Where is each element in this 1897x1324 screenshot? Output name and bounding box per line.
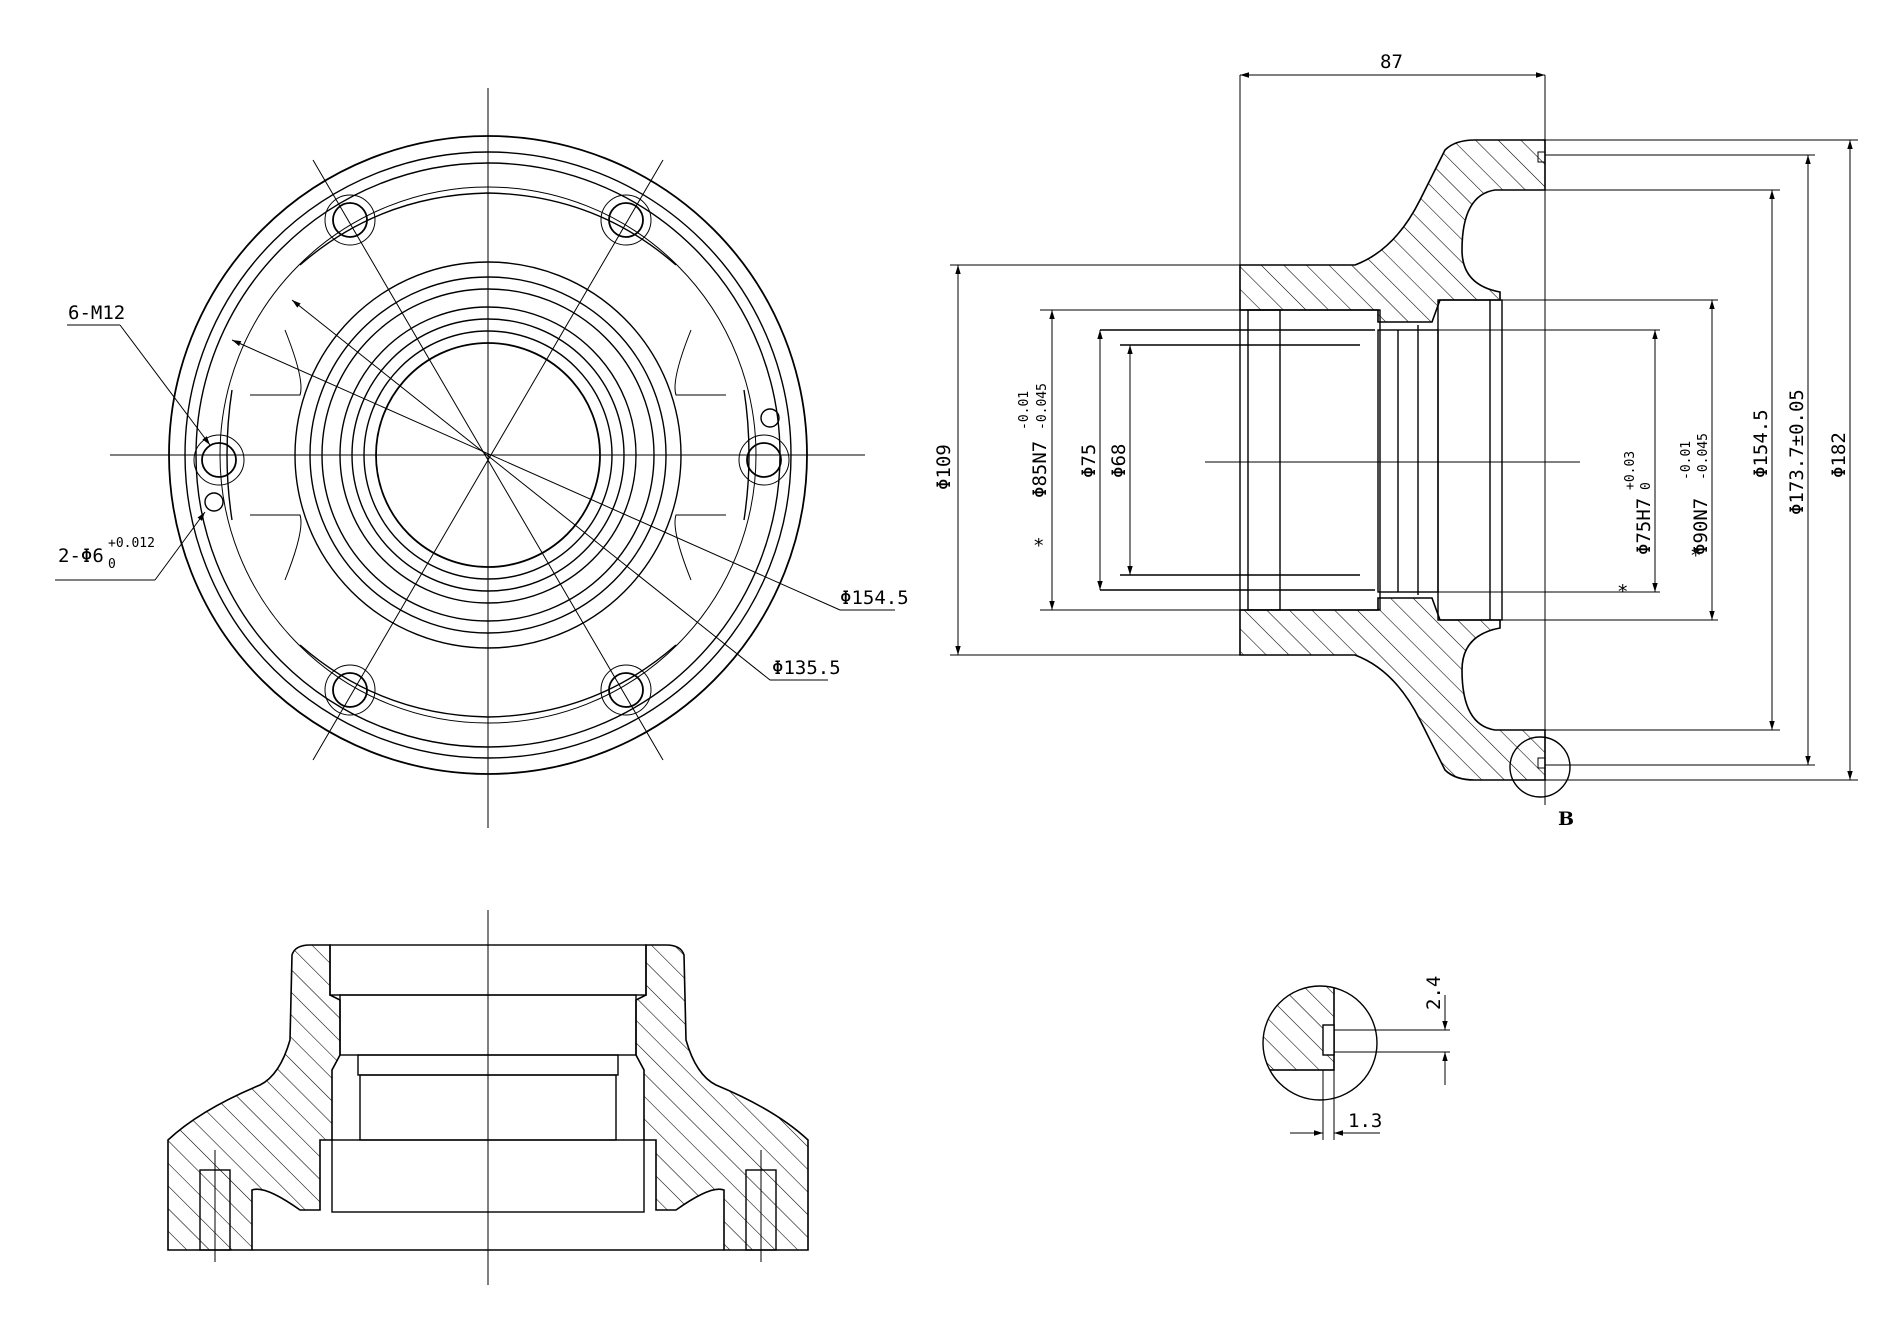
face-groove-bottom xyxy=(1537,757,1546,769)
label-star-90: * xyxy=(1690,545,1701,567)
pin-hole xyxy=(760,408,780,428)
bolt-hole xyxy=(608,672,644,708)
label-d75h7-upper: +0.03 xyxy=(1623,451,1638,490)
label-d75h7-lower: 0 xyxy=(1639,482,1654,490)
front-hub-ring-1 xyxy=(309,276,667,634)
front-bolt-line-2 xyxy=(312,159,664,761)
side-right-wall xyxy=(635,944,809,1251)
label-d182: Φ182 xyxy=(1828,432,1850,478)
front-outer-circle xyxy=(168,135,808,775)
bolt-boss xyxy=(600,194,652,246)
section-view: 87 Φ109 Φ85N7 -0.01 -0.045 * Φ75 Φ68 Φ75… xyxy=(933,51,1858,830)
front-rib-left-bottom xyxy=(250,514,302,581)
label-pin-upper: +0.012 xyxy=(108,536,155,551)
bore-90 xyxy=(1437,299,1503,621)
label-d90-upper: -0.01 xyxy=(1679,441,1694,480)
label-d75h7: Φ75H7 xyxy=(1633,498,1655,555)
detail-view: 2.4 1.3 xyxy=(1262,976,1450,1140)
bolt-boss xyxy=(600,664,652,716)
label-d90-lower: -0.045 xyxy=(1696,433,1711,480)
section-lower-wall xyxy=(1239,597,1546,781)
leader-pin xyxy=(154,511,206,581)
label-d109: Φ109 xyxy=(933,444,955,490)
front-hub-ring-2 xyxy=(321,288,655,622)
bore-85 xyxy=(1239,309,1381,611)
front-rib-right-bottom xyxy=(674,514,726,581)
bolt-boss xyxy=(738,434,790,486)
label-thread: 6-M12 xyxy=(68,302,125,324)
front-pocket-left xyxy=(226,389,233,521)
bolt-boss xyxy=(193,434,245,486)
side-bore-90 xyxy=(331,1139,645,1213)
label-d85-lower: -0.045 xyxy=(1035,383,1050,430)
front-bore-step xyxy=(339,306,637,604)
face-groove-top xyxy=(1537,151,1546,163)
bolt-hole xyxy=(332,672,368,708)
label-d90: Φ90N7 xyxy=(1690,498,1712,555)
front-bore-2 xyxy=(363,330,613,580)
label-d154: Φ154.5 xyxy=(1750,409,1772,478)
label-star-85: * xyxy=(1033,535,1044,557)
label-d68: Φ68 xyxy=(1108,444,1130,478)
front-pocket-right xyxy=(743,389,750,521)
front-pocket-top xyxy=(299,192,677,266)
label-pin-holes: 2-Φ6 xyxy=(58,545,104,567)
dim-line-135 xyxy=(291,299,771,681)
detail-circle xyxy=(1262,985,1378,1101)
label-pin-lower: 0 xyxy=(108,557,116,572)
label-length-87: 87 xyxy=(1380,51,1403,73)
detail-groove xyxy=(1322,1024,1335,1056)
front-bolt-holes xyxy=(193,194,790,716)
front-pocket-bottom xyxy=(299,644,677,718)
label-d173: Φ173.7±0.05 xyxy=(1786,389,1808,515)
leader-thread xyxy=(119,324,211,446)
bolt-boss xyxy=(324,194,376,246)
bolt-boss xyxy=(324,664,376,716)
front-hub-outer xyxy=(294,261,682,649)
label-depth: 2.4 xyxy=(1423,976,1445,1010)
dim-line-154 xyxy=(231,339,841,611)
front-pocket-ring xyxy=(219,186,757,724)
label-d85: Φ85N7 xyxy=(1029,441,1051,498)
section-upper-wall xyxy=(1239,139,1546,323)
bore-75h7 xyxy=(1377,329,1439,593)
front-bore-1 xyxy=(351,318,625,592)
bolt-hole xyxy=(332,202,368,238)
bolt-hole xyxy=(746,442,782,478)
side-section-view xyxy=(167,910,809,1285)
label-d85-upper: -0.01 xyxy=(1017,391,1032,430)
bore-85-chamfer xyxy=(1247,309,1281,611)
label-dia-135: Φ135.5 xyxy=(772,657,841,679)
label-d75: Φ75 xyxy=(1078,444,1100,478)
bolt-hole xyxy=(201,442,237,478)
label-width: 1.3 xyxy=(1348,1110,1382,1132)
front-bore-inner xyxy=(375,342,601,568)
front-rib-left-top xyxy=(250,329,302,396)
bolt-hole xyxy=(608,202,644,238)
front-rib-right-top xyxy=(674,329,726,396)
front-outer-step xyxy=(184,151,792,759)
side-left-wall xyxy=(167,944,341,1251)
pin-hole xyxy=(204,492,224,512)
label-dia-154: Φ154.5 xyxy=(840,587,909,609)
label-star-75h7: * xyxy=(1617,581,1628,603)
detail-b-circle xyxy=(1509,736,1571,798)
label-detail-b: B xyxy=(1558,808,1574,830)
front-view: 6-M12 2-Φ6 +0.012 0 Φ154.5 Φ135.5 xyxy=(55,88,909,828)
